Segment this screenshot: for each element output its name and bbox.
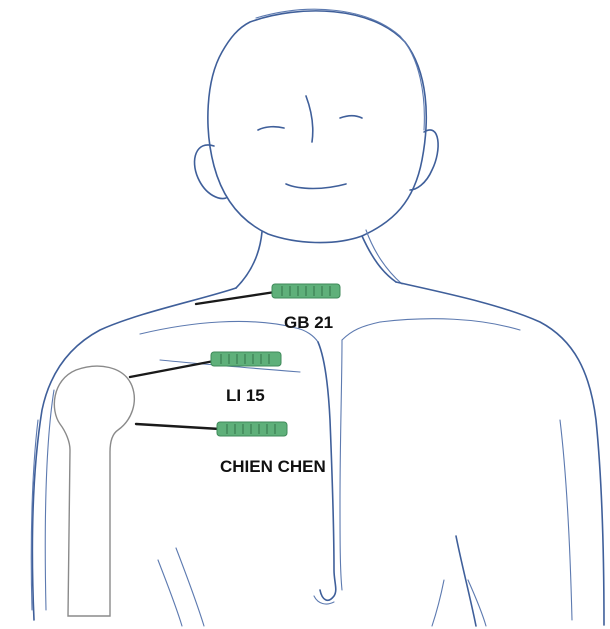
left-shoulder bbox=[32, 288, 236, 620]
chien-chen-label: CHIEN CHEN bbox=[220, 457, 326, 476]
nose bbox=[306, 96, 313, 142]
mouth bbox=[286, 184, 346, 189]
lower-left-mark bbox=[176, 548, 204, 626]
chien-chen-needle-marker bbox=[217, 422, 287, 436]
lower-right-mark-2 bbox=[432, 580, 444, 626]
left-eye bbox=[258, 127, 284, 130]
right-eye bbox=[340, 116, 362, 118]
acupoint-chien-chen: CHIEN CHEN bbox=[136, 422, 326, 476]
li15-needle-marker bbox=[211, 352, 281, 366]
chien-chen-leader-line bbox=[136, 424, 220, 429]
right-clavicle bbox=[342, 319, 520, 340]
lower-left-mark-2 bbox=[158, 560, 182, 626]
head-outline bbox=[208, 11, 426, 243]
neck-right bbox=[362, 236, 396, 282]
li15-label: LI 15 bbox=[226, 386, 265, 405]
neck-left bbox=[236, 232, 262, 288]
neck-right-echo bbox=[366, 230, 402, 284]
li15-leader-line bbox=[130, 361, 214, 377]
gb21-leader-line bbox=[196, 292, 275, 304]
acupoint-li15: LI 15 bbox=[130, 352, 281, 405]
right-arm-inner bbox=[560, 420, 572, 620]
sternum-echo bbox=[340, 340, 342, 590]
lower-right-mark bbox=[456, 536, 476, 626]
left-arm-inner bbox=[45, 390, 54, 610]
head-outline-echo bbox=[256, 9, 424, 130]
right-shoulder bbox=[396, 282, 604, 625]
humerus-outline bbox=[54, 366, 134, 616]
acupoint-gb21: GB 21 bbox=[196, 284, 340, 332]
gb21-label: GB 21 bbox=[284, 313, 333, 332]
right-ear bbox=[410, 130, 438, 190]
humerus-bone bbox=[54, 366, 134, 616]
gb21-needle-marker bbox=[272, 284, 340, 298]
